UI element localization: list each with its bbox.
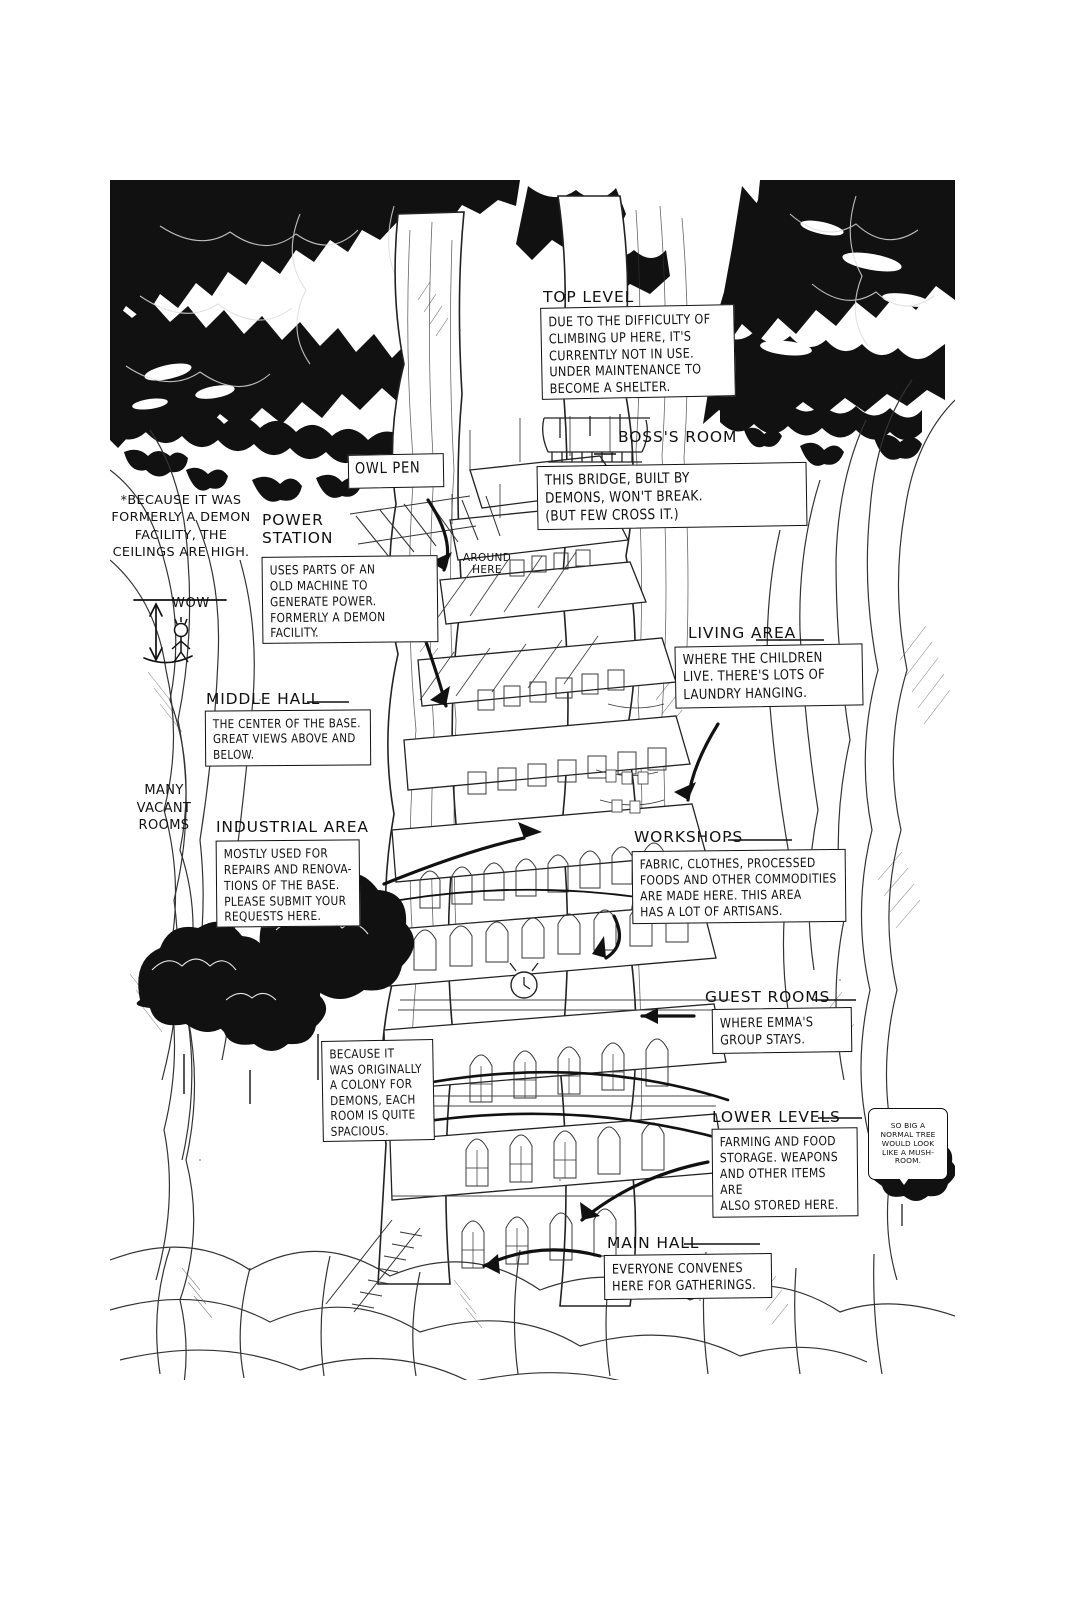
callout-text-boss-room: THIS BRIDGE, BUILT BY DEMONS, WON'T BREA…: [544, 469, 703, 525]
note-mushroom-scale-text: SO BIG A NORMAL TREE WOULD LOOK LIKE A M…: [880, 1120, 936, 1166]
callout-text-owl-pen: OWL PEN: [354, 459, 421, 478]
callout-text-power-station: USES PARTS OF AN OLD MACHINE TO GENERATE…: [269, 561, 386, 641]
callout-text-lower-levels: FARMING AND FOOD STORAGE. WEAPONS AND OT…: [719, 1133, 839, 1214]
callout-box-living-area: WHERE THE CHILDREN LIVE. THERE'S LOTS OF…: [674, 643, 864, 709]
callout-heading-middle-hall: MIDDLE HALL: [206, 690, 321, 708]
callout-text-industrial-area: MOSTLY USED FOR REPAIRS AND RENOVA- TION…: [223, 845, 352, 925]
speech-tail: [897, 1178, 911, 1189]
callout-box-spacious-rooms: BECAUSE IT WAS ORIGINALLY A COLONY FOR D…: [321, 1039, 435, 1142]
callout-heading-main-hall: MAIN HALL: [607, 1234, 700, 1252]
callout-box-middle-hall: THE CENTER OF THE BASE. GREAT VIEWS ABOV…: [204, 709, 372, 768]
callout-heading-top-level: TOP LEVEL: [543, 288, 635, 306]
scale-label-wow: WOW: [172, 596, 210, 611]
note-around-here: AROUND HERE: [462, 552, 512, 577]
callout-text-workshops: FABRIC, CLOTHES, PROCESSED FOODS AND OTH…: [639, 855, 837, 920]
callout-heading-boss-room: BOSS'S ROOM: [618, 428, 738, 446]
callout-heading-living-area: LIVING AREA: [688, 624, 797, 642]
callout-box-industrial-area: MOSTLY USED FOR REPAIRS AND RENOVA- TION…: [215, 839, 361, 928]
callout-heading-guest-rooms: GUEST ROOMS: [705, 988, 831, 1006]
callout-box-main-hall: EVERYONE CONVENES HERE FOR GATHERINGS.: [603, 1252, 773, 1300]
callout-heading-lower-levels: LOWER LEVELS: [712, 1108, 841, 1126]
callout-text-spacious-rooms: BECAUSE IT WAS ORIGINALLY A COLONY FOR D…: [329, 1045, 423, 1140]
callout-text-guest-rooms: WHERE EMMA'S GROUP STAYS.: [719, 1013, 814, 1048]
callout-text-top-level: DUE TO THE DIFFICULTY OF CLIMBING UP HER…: [548, 310, 711, 397]
callout-box-lower-levels: FARMING AND FOOD STORAGE. WEAPONS AND OT…: [711, 1127, 859, 1218]
callout-text-living-area: WHERE THE CHILDREN LIVE. THERE'S LOTS OF…: [682, 650, 826, 704]
note-high-ceilings: *BECAUSE IT WAS FORMERLY A DEMON FACILIT…: [111, 493, 251, 560]
callout-box-guest-rooms: WHERE EMMA'S GROUP STAYS.: [711, 1007, 853, 1054]
callout-box-workshops: FABRIC, CLOTHES, PROCESSED FOODS AND OTH…: [631, 848, 847, 925]
callout-text-middle-hall: THE CENTER OF THE BASE. GREAT VIEWS ABOV…: [212, 715, 361, 763]
callout-text-main-hall: EVERYONE CONVENES HERE FOR GATHERINGS.: [611, 1259, 757, 1294]
callout-box-boss-room: THIS BRIDGE, BUILT BY DEMONS, WON'T BREA…: [536, 461, 808, 531]
note-mushroom-scale: SO BIG A NORMAL TREE WOULD LOOK LIKE A M…: [868, 1108, 948, 1189]
callout-heading-workshops: WORKSHOPS: [634, 828, 744, 846]
callout-box-power-station: USES PARTS OF AN OLD MACHINE TO GENERATE…: [261, 555, 439, 645]
note-vacant-rooms: MANY VACANT ROOMS: [136, 783, 192, 834]
callout-heading-industrial-area: INDUSTRIAL AREA: [216, 818, 369, 836]
callout-box-owl-pen: OWL PEN: [347, 453, 445, 489]
callout-box-top-level: DUE TO THE DIFFICULTY OF CLIMBING UP HER…: [540, 304, 736, 400]
callout-heading-power-station: POWER STATION: [262, 511, 334, 547]
